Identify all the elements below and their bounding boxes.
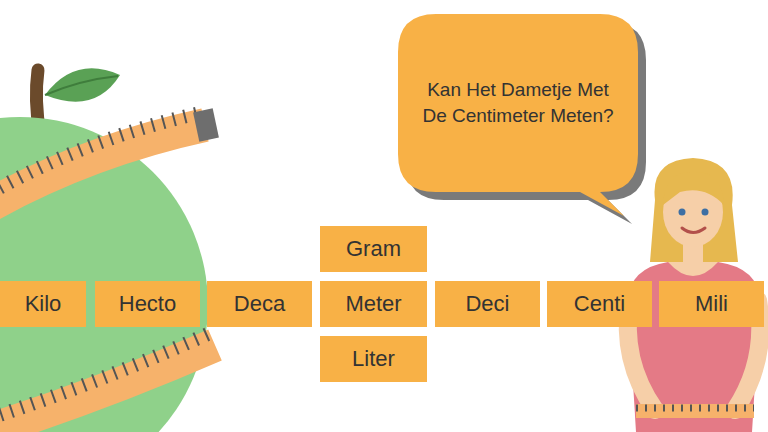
unit-box: Meter [320,281,427,327]
unit-label: Mili [695,289,728,319]
unit-label: Meter [345,289,401,319]
prefix-box: Hecto [95,281,200,327]
unit-box: Liter [320,336,427,382]
speech-bubble: Kan Het Dametje Met De Centimeter Meten? [398,14,638,192]
unit-label: Gram [346,234,401,264]
unit-label: Liter [352,344,395,374]
unit-label: Deci [465,289,509,319]
apple-illustration [0,68,219,432]
bubble-shape [398,14,638,192]
unit-label: Kilo [25,289,62,319]
prefix-box: Centi [547,281,652,327]
unit-label: Deca [234,289,285,319]
bubble-text: Kan Het Dametje Met De Centimeter Meten? [399,77,637,128]
prefix-box: Deci [435,281,540,327]
prefix-box: Mili [659,281,764,327]
unit-box: Gram [320,226,427,272]
prefix-box: Kilo [0,281,86,327]
unit-label: Hecto [119,289,176,319]
unit-label: Centi [574,289,625,319]
prefix-box: Deca [207,281,312,327]
bubble-fill [398,14,638,216]
